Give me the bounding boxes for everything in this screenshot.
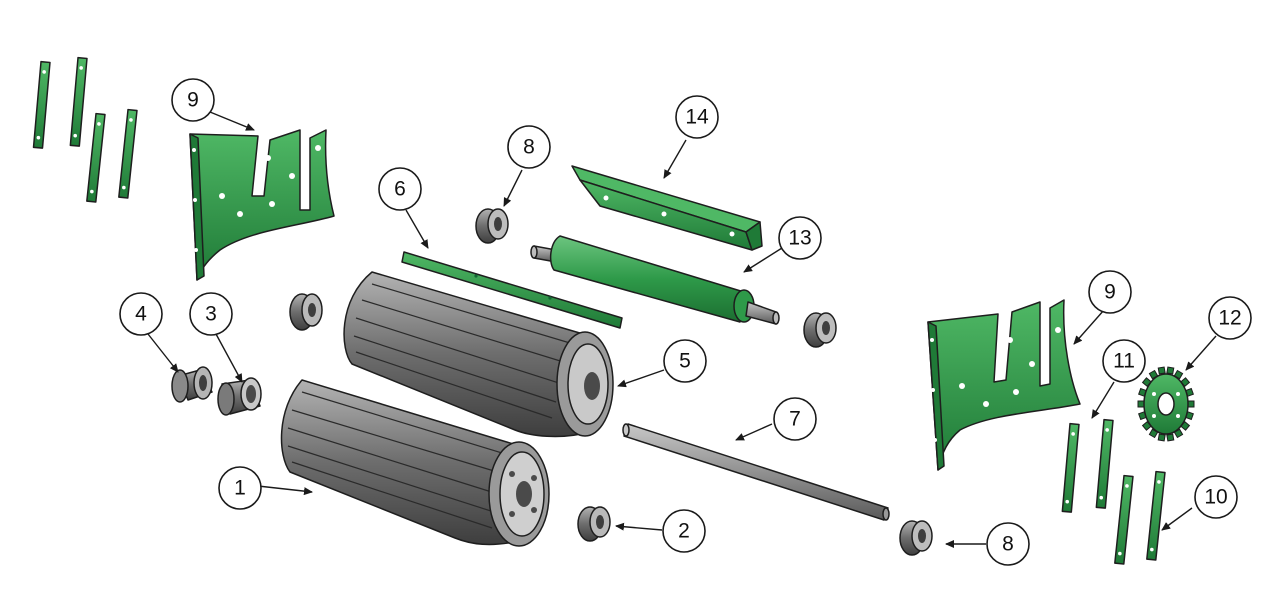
bearing-8-bottom [899, 520, 933, 556]
callout-9-left-label: 9 [187, 89, 199, 112]
callout-11: 11 [1102, 339, 1146, 383]
sprocket-12 [1137, 366, 1195, 442]
callout-3: 3 [189, 292, 233, 336]
callout-6: 6 [378, 167, 422, 211]
callout-8-bottom-label: 8 [1002, 533, 1014, 556]
callout-9-right: 9 [1088, 270, 1132, 314]
sprocket-tooth [1157, 366, 1166, 375]
callout-11-label: 11 [1113, 350, 1135, 373]
angle-bracket-14 [571, 165, 763, 251]
callout-5-label: 5 [679, 350, 691, 373]
leader-9-left [209, 111, 255, 131]
leader-10 [1161, 507, 1193, 531]
bearing-right-of-roller [803, 312, 837, 348]
side-plate-right [927, 299, 1081, 471]
callout-8-bottom: 8 [986, 522, 1030, 566]
shaft-7 [622, 423, 890, 521]
leader-13 [743, 247, 783, 273]
callout-3-label: 3 [205, 303, 217, 326]
wear-strips-top-left [32, 56, 138, 203]
bearing-loose-left [289, 293, 323, 331]
bearing-8-top [475, 208, 509, 244]
callout-9-left: 9 [171, 78, 215, 122]
leader-3 [215, 333, 243, 383]
bearing-2 [577, 506, 611, 542]
bushing-3 [217, 377, 262, 416]
callout-10-label: 10 [1204, 486, 1227, 509]
wear-strips-11 [1061, 418, 1114, 513]
callout-12: 12 [1208, 296, 1252, 340]
callout-7-label: 7 [789, 408, 801, 431]
callout-8-top: 8 [507, 125, 551, 169]
sprocket-tooth [1137, 400, 1145, 408]
leader-2 [615, 522, 663, 531]
callout-5: 5 [663, 339, 707, 383]
roller-13 [530, 235, 780, 325]
callout-4: 4 [119, 292, 163, 336]
leader-4 [147, 333, 179, 373]
leader-9-right [1073, 309, 1105, 345]
wear-strips-10 [1114, 470, 1166, 565]
callout-14: 14 [675, 95, 719, 139]
leader-6 [405, 209, 429, 249]
sprocket-tooth [1166, 433, 1175, 442]
callout-2: 2 [662, 509, 706, 553]
leader-1 [257, 485, 313, 496]
leader-lines [147, 111, 1217, 548]
leader-5 [617, 369, 665, 388]
callout-7: 7 [773, 397, 817, 441]
callout-2-label: 2 [678, 520, 690, 543]
leader-12 [1185, 335, 1217, 371]
fluted-roll-5 [343, 271, 614, 438]
leader-8-top [503, 169, 523, 207]
callout-13: 13 [778, 216, 822, 260]
callout-6-label: 6 [394, 178, 406, 201]
leader-11 [1091, 381, 1115, 419]
callout-9-right-label: 9 [1104, 281, 1116, 304]
side-plate-left [189, 129, 335, 281]
bearing-4 [171, 366, 213, 403]
scraper-strip-6 [401, 251, 623, 329]
sprocket-tooth [1187, 400, 1195, 408]
callout-1: 1 [218, 466, 262, 510]
callout-12-label: 12 [1218, 307, 1241, 330]
callout-10: 10 [1194, 475, 1238, 519]
callout-1-label: 1 [234, 477, 246, 500]
callout-8-top-label: 8 [523, 136, 535, 159]
leader-7 [735, 423, 773, 441]
leader-14 [663, 139, 687, 179]
callout-14-label: 14 [685, 106, 709, 129]
sprocket-tooth [1157, 433, 1166, 442]
sprocket-tooth [1166, 366, 1175, 375]
callout-13-label: 13 [788, 227, 811, 250]
fluted-roll-1 [280, 379, 550, 547]
callout-4-label: 4 [135, 303, 147, 326]
